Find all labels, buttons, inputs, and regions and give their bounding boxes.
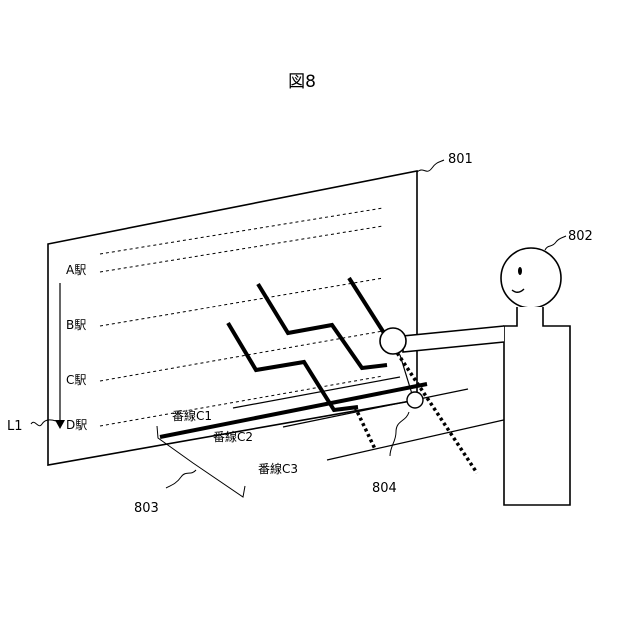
track-label-c1: 番線C1 xyxy=(172,408,212,423)
leader-804 xyxy=(390,412,409,456)
ref-803: 803 xyxy=(134,501,159,516)
person-head xyxy=(501,248,561,308)
leader-802 xyxy=(545,236,566,250)
person-arm xyxy=(403,326,504,352)
figure-title: 図8 xyxy=(288,72,316,92)
track-label-c2: 番線C2 xyxy=(213,429,253,444)
track-label-c3: 番線C3 xyxy=(258,461,298,476)
projection-line-1 xyxy=(355,407,375,449)
station-label-b: B駅 xyxy=(66,318,86,332)
track-line-c3 xyxy=(327,419,508,460)
ref-801: 801 xyxy=(448,152,473,167)
station-label-d: D駅 xyxy=(66,418,87,432)
person-body xyxy=(504,307,570,505)
leader-803 xyxy=(166,470,196,488)
ref-l1: L1 xyxy=(7,419,23,434)
ref-804: 804 xyxy=(372,481,397,496)
station-label-a: A駅 xyxy=(66,263,86,277)
ref-802: 802 xyxy=(568,229,593,244)
person-hand xyxy=(380,328,406,354)
pointed-position-marker xyxy=(407,392,423,408)
station-label-c: C駅 xyxy=(66,373,86,387)
person-eye xyxy=(518,267,522,275)
leader-801 xyxy=(417,160,444,172)
